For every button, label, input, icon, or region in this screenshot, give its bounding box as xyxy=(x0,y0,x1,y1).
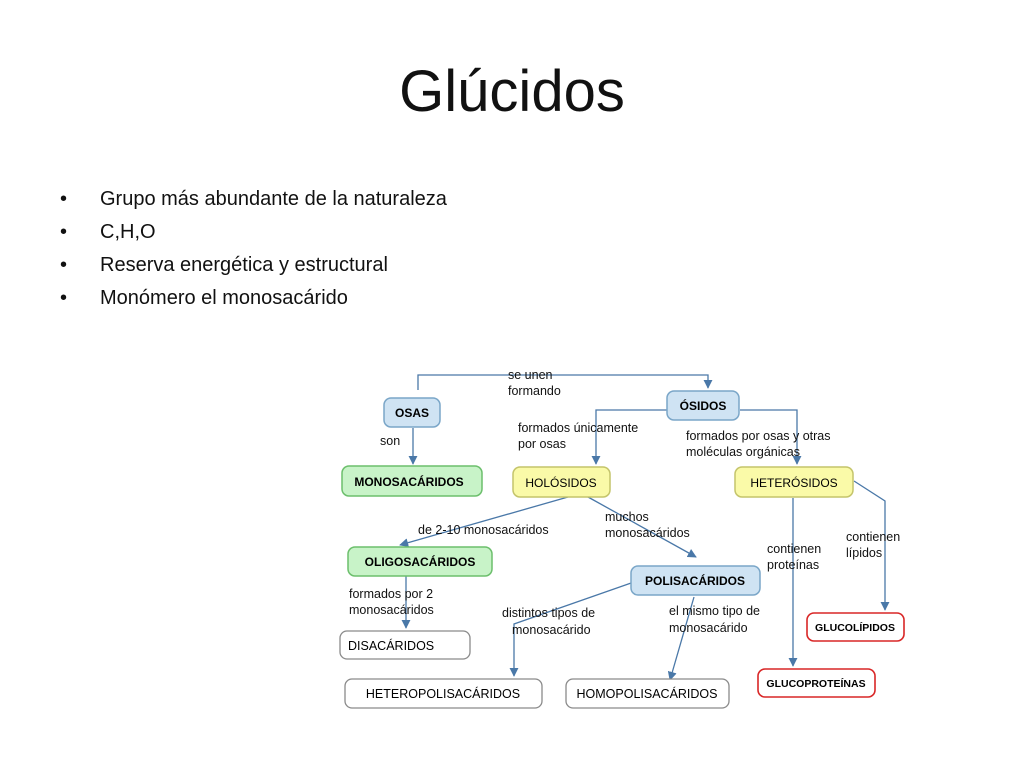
node-label: POLISACÁRIDOS xyxy=(645,573,745,588)
edge-label-contienen-lipidos: contienen lípidos xyxy=(846,530,904,560)
edge-label-line: formados por 2 xyxy=(349,587,433,601)
connector-osidos-heterosidos xyxy=(740,409,802,465)
node-oligosacaridos: OLIGOSACÁRIDOS xyxy=(347,546,493,577)
node-label: HETEROPOLISACÁRIDOS xyxy=(366,686,520,701)
node-label: OSAS xyxy=(395,406,429,420)
bullet-text: C,H,O xyxy=(100,221,156,243)
node-holosidos: HOLÓSIDOS xyxy=(512,466,611,498)
edge-label-line: el mismo tipo de xyxy=(669,604,760,618)
edge-label-line: monosacáridos xyxy=(349,603,434,617)
bullet-item: • C,H,O xyxy=(60,217,447,250)
node-homopolisacaridos: HOMOPOLISACÁRIDOS xyxy=(565,678,730,709)
edge-label-line: por osas xyxy=(518,437,566,451)
edge-label-line: moléculas orgánicas xyxy=(686,445,800,459)
node-label: GLUCOPROTEÍNAS xyxy=(766,677,865,690)
edge-label-line: formados por osas y otras xyxy=(686,429,831,443)
edge-label-muchos: muchos monosacáridos xyxy=(605,510,690,540)
node-label: ÓSIDOS xyxy=(680,398,727,413)
bullet-item: • Grupo más abundante de la naturaleza xyxy=(60,184,447,217)
node-heterosidos: HETERÓSIDOS xyxy=(734,466,854,498)
node-label: HOMOPOLISACÁRIDOS xyxy=(577,686,718,701)
connector-holosidos-oligosacaridos xyxy=(399,496,569,548)
node-label: DISACÁRIDOS xyxy=(348,638,434,653)
node-label: HETERÓSIDOS xyxy=(750,475,837,490)
edge-label-line: lípidos xyxy=(846,546,882,560)
node-label: MONOSACÁRIDOS xyxy=(354,474,463,489)
bullet-list: • Grupo más abundante de la naturaleza • C… xyxy=(60,184,447,316)
node-label: OLIGOSACÁRIDOS xyxy=(365,554,476,569)
connector-osidos-holosidos xyxy=(591,409,668,465)
edge-label-formados-por-osas: formados por osas y otras moléculas orgá… xyxy=(686,429,834,459)
edge-label-contienen-proteinas: contienen proteínas xyxy=(767,542,825,572)
node-osas: OSAS xyxy=(383,397,441,428)
edge-label-line: monosacárido xyxy=(669,621,748,635)
node-disacaridos: DISACÁRIDOS xyxy=(339,630,471,660)
bullet-marker: • xyxy=(60,188,68,210)
node-label: GLUCOLÍPIDOS xyxy=(815,621,895,634)
edge-labels: se unen formando son formados únicamente… xyxy=(349,368,904,637)
edge-label-line: distintos tipos de xyxy=(502,606,595,620)
connector-holosidos-polisacaridos xyxy=(587,496,697,558)
node-polisacaridos: POLISACÁRIDOS xyxy=(630,565,761,596)
bullet-text: Grupo más abundante de la naturaleza xyxy=(100,188,447,210)
edge-label-line: muchos xyxy=(605,510,649,524)
connector-osas-osidos xyxy=(417,374,713,390)
edge-label-se-unen: se unen formando xyxy=(508,368,561,398)
edge-label-line: se unen xyxy=(508,368,553,382)
edge-label-line: contienen xyxy=(767,542,821,556)
bullet-marker: • xyxy=(60,221,68,243)
node-glucolipidos: GLUCOLÍPIDOS xyxy=(806,612,905,642)
bullet-text: Reserva energética y estructural xyxy=(100,254,388,276)
bullet-marker: • xyxy=(60,287,68,309)
edge-label-mismo-tipo: el mismo tipo de monosacárido xyxy=(669,604,764,635)
connector-polisacaridos-homopolisacaridos xyxy=(667,596,695,681)
bullet-item: • Reserva energética y estructural xyxy=(60,250,447,283)
connectors xyxy=(399,374,890,681)
edge-label-line: contienen xyxy=(846,530,900,544)
edge-label-son: son xyxy=(380,434,400,448)
node-monosacaridos: MONOSACÁRIDOS xyxy=(341,465,483,497)
bullet-marker: • xyxy=(60,254,68,276)
edge-label-de-2-10: de 2-10 monosacáridos xyxy=(418,523,549,537)
connector-polisacaridos-heteropolisacaridos xyxy=(509,581,635,677)
slide-title: Glúcidos xyxy=(399,59,625,124)
node-heteropolisacaridos: HETEROPOLISACÁRIDOS xyxy=(344,678,543,709)
node-osidos: ÓSIDOS xyxy=(666,390,740,421)
edge-label-formados-unicamente: formados únicamente por osas xyxy=(518,421,642,451)
edge-label-line: monosacáridos xyxy=(605,526,690,540)
bullet-text: Monómero el monosacárido xyxy=(100,287,348,309)
node-label: HOLÓSIDOS xyxy=(525,475,596,490)
edge-label-line: formados únicamente xyxy=(518,421,638,435)
node-glucoproteinas: GLUCOPROTEÍNAS xyxy=(757,668,876,698)
edge-label-line: de 2-10 monosacáridos xyxy=(418,523,549,537)
bullet-item: • Monómero el monosacárido xyxy=(60,283,447,316)
edge-label-line: proteínas xyxy=(767,558,819,572)
edge-label-formados-por-2: formados por 2 monosacáridos xyxy=(349,587,437,617)
edge-label-line: monosacárido xyxy=(512,623,591,637)
edge-label-line: son xyxy=(380,434,400,448)
edge-label-distintos-tipos: distintos tipos de monosacárido xyxy=(502,606,599,637)
connector-heterosidos-glucolipidos xyxy=(853,480,890,611)
edge-label-line: formando xyxy=(508,384,561,398)
